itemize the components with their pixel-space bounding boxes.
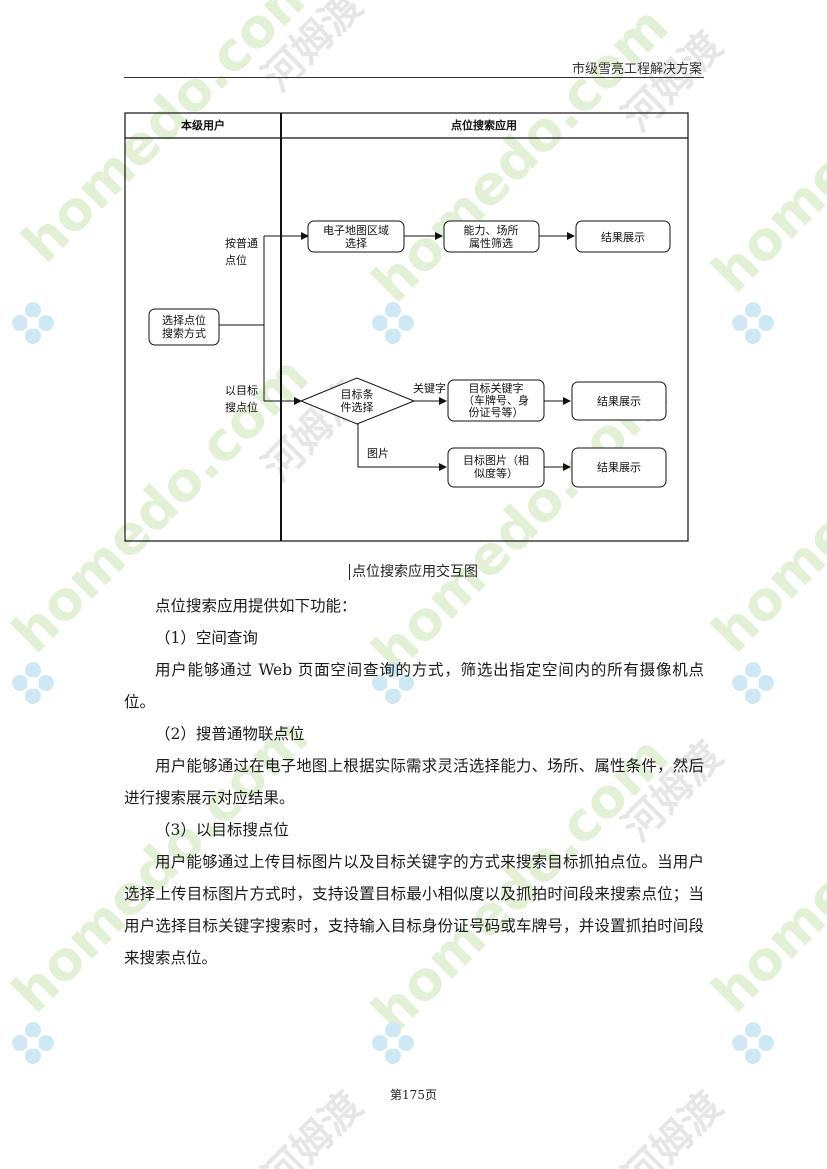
node-map-region: 电子地图区域 选择: [307, 220, 405, 253]
connectors: [219, 232, 575, 471]
watermark-text-cn: 河姆渡: [254, 0, 372, 101]
svg-text:结果展示: 结果展示: [597, 395, 641, 408]
node-target-keyword: 目标关键字 （车牌号、身 份证号等）: [447, 379, 545, 422]
lane-title-app: 点位搜索应用: [451, 118, 517, 132]
flower-icon: [732, 1022, 774, 1064]
node-target-condition: 目标条 件选择: [299, 377, 416, 425]
node-result-1: 结果展示: [575, 220, 671, 253]
caption-text: 点位搜索应用交互图: [349, 564, 478, 580]
edge-label-image: 图片: [367, 447, 389, 460]
svg-text:目标关键字: 目标关键字: [469, 381, 524, 395]
section-title-2: （2）搜普通物联点位: [155, 725, 305, 743]
section-text-3: 用户能够通过上传目标图片以及目标关键字的方式来搜索目标抓拍点位。当用户选择上传目…: [124, 853, 704, 967]
section-title-3: （3）以目标搜点位: [155, 821, 289, 839]
page-number: 第175页: [390, 1088, 437, 1102]
swimlane-flow-diagram: 本级用户 点位搜索应用 选择点位 搜索方式 电子地图区域 选择: [124, 112, 689, 542]
svg-text:件选择: 件选择: [341, 400, 374, 414]
node-ability-filter: 能力、场所 属性筛选: [443, 220, 540, 253]
svg-text:结果展示: 结果展示: [597, 461, 641, 474]
edge-label-common: 按普通: [225, 236, 258, 250]
edge-label-target: 以目标: [225, 383, 258, 397]
watermark-text: homedo.com: [700, 0, 827, 305]
flower-icon: [12, 662, 54, 704]
svg-text:选择: 选择: [345, 236, 367, 250]
svg-text:能力、场所: 能力、场所: [464, 223, 519, 237]
figure-caption: 点位搜索应用交互图: [0, 561, 827, 581]
section-title-1: （1）空间查询: [155, 629, 258, 647]
svg-text:属性筛选: 属性筛选: [469, 236, 513, 250]
intro-paragraph: 点位搜索应用提供如下功能：: [155, 597, 357, 615]
body-text: 点位搜索应用提供如下功能： （1）空间查询 用户能够通过 Web 页面空间查询的…: [124, 590, 704, 974]
node-target-image: 目标图片（相 似度等）: [447, 447, 545, 488]
svg-text:选择点位: 选择点位: [162, 313, 206, 327]
edge-label-target: 搜点位: [225, 400, 258, 414]
svg-text:份证号等）: 份证号等）: [469, 405, 524, 419]
running-header: 市级雪亮工程解决方案: [571, 62, 702, 77]
edge-label-keyword: 关键字: [413, 381, 446, 395]
edge-label-common: 点位: [225, 253, 247, 267]
swimlane-frame: [124, 112, 689, 542]
node-result-3: 结果展示: [571, 447, 667, 488]
svg-text:搜索方式: 搜索方式: [162, 326, 206, 340]
header-rule: [124, 77, 704, 78]
flower-icon: [732, 302, 774, 344]
svg-text:结果展示: 结果展示: [601, 231, 645, 244]
section-text-2: 用户能够通过在电子地图上根据实际需求灵活选择能力、场所、属性条件，然后进行搜索展…: [124, 757, 704, 807]
flower-icon: [12, 1022, 54, 1064]
node-result-2: 结果展示: [571, 381, 667, 421]
lane-title-user: 本级用户: [181, 118, 225, 132]
svg-text:电子地图区域: 电子地图区域: [323, 224, 389, 237]
watermark-text: homedo.com: [700, 704, 827, 1025]
section-text-1: 用户能够通过 Web 页面空间查询的方式，筛选出指定空间内的所有摄像机点位。: [124, 661, 704, 711]
flower-icon: [372, 1022, 414, 1064]
svg-text:目标条: 目标条: [341, 387, 374, 401]
watermark-text: homedo.com: [700, 344, 827, 665]
svg-text:目标图片（相: 目标图片（相: [463, 453, 529, 467]
svg-text:（车牌号、身: （车牌号、身: [463, 393, 529, 407]
node-select-method: 选择点位 搜索方式: [148, 308, 220, 346]
flower-icon: [12, 302, 54, 344]
svg-text:似度等）: 似度等）: [474, 466, 518, 480]
flower-icon: [732, 662, 774, 704]
